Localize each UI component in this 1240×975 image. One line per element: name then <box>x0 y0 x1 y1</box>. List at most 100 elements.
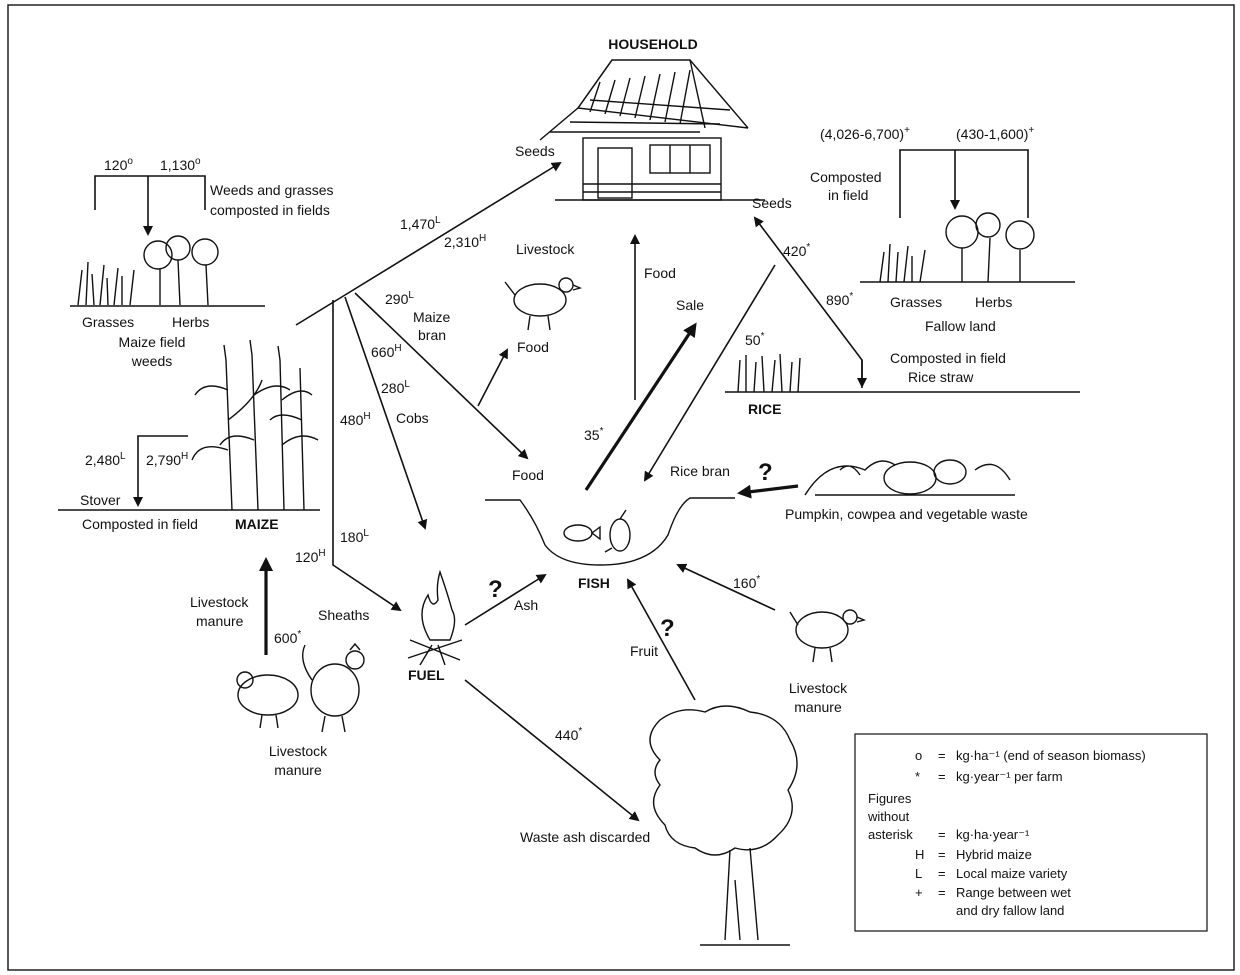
legend-row2-symbol: * <box>915 769 920 784</box>
pumpkin-vegetable-icon <box>804 459 1015 496</box>
weeds-composted-label-1: Weeds and grasses <box>210 182 333 198</box>
legend-row3-eq: = <box>938 827 946 842</box>
ash-arrow <box>464 573 547 626</box>
stover-hybrid-value: 2,790H <box>146 451 188 468</box>
fruit-question-mark: ? <box>660 615 675 642</box>
fuel-title: FUEL <box>408 667 445 683</box>
legend-row4-eq: = <box>938 847 946 862</box>
legend-row6-text-2: and dry fallow land <box>956 903 1064 918</box>
fallow-value-1: (4,026-6,700)+ <box>820 125 910 142</box>
sale-label: Sale <box>676 297 704 313</box>
maize-bran-label-2: bran <box>418 327 446 343</box>
maize-field-weeds-label-1: Maize field <box>119 334 186 350</box>
value-180l: 180L <box>340 528 369 545</box>
sale-arrow <box>584 322 697 491</box>
hen-icon <box>789 609 867 663</box>
seeds-right-label: Seeds <box>752 195 792 211</box>
legend-row1-symbol: o <box>915 748 922 763</box>
legend-row5-eq: = <box>938 866 946 881</box>
fallow-grasses-icon <box>879 243 926 283</box>
waste-ash-label: Waste ash discarded <box>520 829 650 845</box>
rice-bran-label: Rice bran <box>670 463 730 479</box>
legend-row6-text-1: Range between wet <box>956 885 1071 900</box>
cobs-arrow <box>344 296 428 530</box>
fallow-composted-label-2: in field <box>828 187 868 203</box>
veg-waste-arrow <box>737 484 799 499</box>
livestock-manure-label-2: manure <box>196 613 244 629</box>
sheaths-label: Sheaths <box>318 607 369 623</box>
manure-to-fish-arrow <box>676 563 776 611</box>
waste-ash-value: 440* <box>555 726 582 743</box>
herbs-icon <box>143 235 219 306</box>
fallow-land-label: Fallow land <box>925 318 996 334</box>
veg-waste-question-mark: ? <box>758 459 773 486</box>
sheaths-arrow <box>332 300 402 612</box>
legend-box <box>854 733 1208 932</box>
legend-row1-text: kg·ha⁻¹ (end of season biomass) <box>956 748 1146 763</box>
legend-row3-text: kg·ha·year⁻¹ <box>956 827 1030 842</box>
fish-title: FISH <box>578 575 610 591</box>
fruit-label: Fruit <box>630 643 658 659</box>
stover-label: Stover <box>80 492 121 508</box>
cobs-hybrid-value: 660H <box>371 343 402 360</box>
livestock-manure-bottom-label-1: Livestock <box>269 743 328 759</box>
cobs-label: Cobs <box>396 410 429 426</box>
fallow-bracket <box>899 149 1029 218</box>
legend-row3-line3: asterisk <box>868 827 913 842</box>
livestock-label: Livestock <box>516 241 575 257</box>
maize-bran-label-1: Maize <box>413 309 451 325</box>
household-title: HOUSEHOLD <box>608 36 697 52</box>
fallow-value-2: (430-1,600)+ <box>956 125 1034 142</box>
livestock-manure-bottom-label-2: manure <box>274 762 322 778</box>
maize-field-weeds-label-2: weeds <box>131 353 172 369</box>
seeds-local-value: 1,470L <box>400 215 441 232</box>
maize-output-hub <box>295 294 346 326</box>
ash-label: Ash <box>514 597 538 613</box>
value-890: 890* <box>826 291 853 308</box>
stover-arrow <box>133 435 188 507</box>
fallow-herbs-label: Herbs <box>975 294 1012 310</box>
tree-icon <box>649 705 798 946</box>
composted-in-field-label: Composted in field <box>82 516 198 532</box>
legend-row1-eq: = <box>938 748 946 763</box>
bran-local-value: 290L <box>385 290 414 307</box>
legend-row4-symbol: H <box>915 847 924 862</box>
food-household-label: Food <box>644 265 676 281</box>
livestock-food-label: Food <box>517 339 549 355</box>
stover-local-value: 2,480L <box>85 451 126 468</box>
legend-row4-text: Hybrid maize <box>956 847 1032 862</box>
fruit-arrow <box>627 578 696 701</box>
fire-icon <box>407 569 463 666</box>
fallow-herbs-icon <box>945 212 1035 283</box>
legend-row5-text: Local maize variety <box>956 866 1068 881</box>
livestock-manure-label-1: Livestock <box>190 594 249 610</box>
rice-title: RICE <box>748 401 781 417</box>
cobs-local-value: 280L <box>381 379 410 396</box>
figure-frame <box>7 4 1235 971</box>
waste-ash-arrow <box>464 679 640 822</box>
seeds-left-label: Seeds <box>515 143 555 159</box>
maize-weeds-value-2: 1,130o <box>160 156 201 173</box>
legend-row2-text: kg·year⁻¹ per farm <box>956 769 1063 784</box>
household-hut-icon <box>539 59 765 201</box>
manure-160-value: 160* <box>733 574 760 591</box>
herbs-label: Herbs <box>172 314 209 330</box>
livestock-manure-right-label-1: Livestock <box>789 680 848 696</box>
rice-composted-label-2: Rice straw <box>908 369 974 385</box>
livestock-manure-right-label-2: manure <box>794 699 842 715</box>
legend-row2-eq: = <box>938 769 946 784</box>
legend-row3-line2: without <box>867 809 910 824</box>
fallow-composted-label-1: Composted <box>810 169 882 185</box>
maize-bran-arrow <box>354 292 529 460</box>
value-480h: 480H <box>340 411 371 428</box>
legend: o = kg·ha⁻¹ (end of season biomass) * = … <box>867 748 1146 918</box>
maize-weeds-value-1: 120o <box>104 156 133 173</box>
maize-field-weeds-group: 120o 1,130o Weeds and grasses composted … <box>70 156 333 369</box>
rice-value: 50* <box>745 331 765 348</box>
fish-pond-icon <box>485 497 735 566</box>
legend-row6-eq: = <box>938 885 946 900</box>
seeds-hybrid-value: 2,310H <box>444 233 486 250</box>
chicken-icon <box>504 277 583 331</box>
grasses-label: Grasses <box>82 314 134 330</box>
